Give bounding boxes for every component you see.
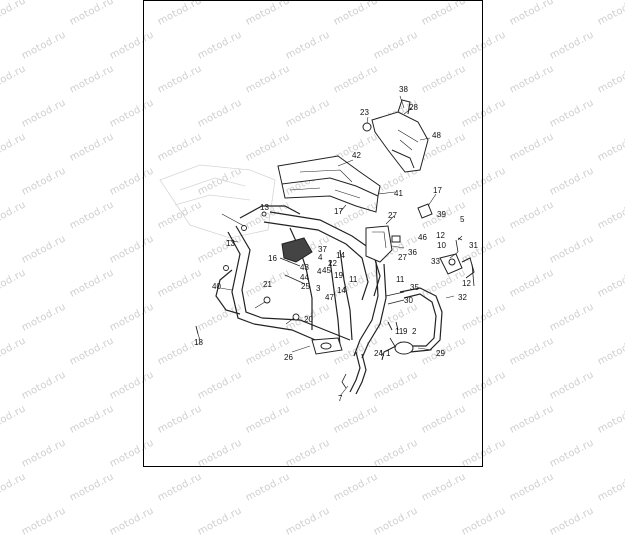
part-callout-14: 14 (337, 286, 346, 295)
part-callout-30: 30 (404, 296, 413, 305)
watermark-text: motod.ru (548, 505, 596, 538)
steering-head (365, 225, 393, 263)
fasteners (195, 211, 399, 335)
engine-ghost (159, 164, 276, 239)
watermark-text: motod.ru (332, 471, 380, 504)
watermark-text: motod.ru (196, 505, 244, 538)
front-downtube (353, 261, 387, 359)
part-callout-48: 48 (432, 131, 441, 140)
part-callout-11: 11 (395, 327, 404, 336)
part-callout-22: 22 (328, 259, 337, 268)
part-callout-42: 42 (352, 151, 361, 160)
watermark-text: motod.ru (284, 505, 332, 538)
watermark-text: motod.ru (156, 471, 204, 504)
watermark-text: motod.ru (68, 471, 116, 504)
part-callout-23: 23 (360, 108, 369, 117)
part-callout-3: 3 (316, 284, 321, 293)
battery-tray (281, 237, 313, 263)
part-callout-2: 2 (412, 327, 417, 336)
part-callout-39: 39 (437, 210, 446, 219)
footpeg-bracket (381, 341, 414, 361)
part-callout-4: 4 (318, 253, 323, 262)
part-callout-40: 40 (212, 282, 221, 291)
part-callout-32: 32 (458, 293, 467, 302)
part-callout-17: 17 (334, 207, 343, 216)
top-rail (277, 155, 381, 213)
part-callout-11: 11 (349, 275, 358, 284)
watermark-text: motod.ru (372, 505, 420, 538)
part-callout-4: 4 (317, 267, 322, 276)
part-callout-45: 45 (322, 266, 331, 275)
part-callout-27: 27 (398, 253, 407, 262)
part-callout-31: 31 (469, 241, 478, 250)
diagram-frame (143, 0, 483, 467)
part-callout-24: 24 (374, 349, 383, 358)
part-callout-28: 28 (409, 103, 418, 112)
part-callout-33: 33 (431, 257, 440, 266)
part-callout-11: 11 (396, 275, 405, 284)
part-callout-18: 18 (194, 338, 203, 347)
part-callout-14: 14 (336, 251, 345, 260)
part-callout-26: 26 (284, 353, 293, 362)
part-callout-25: 25 (301, 282, 310, 291)
part-callout-12: 12 (462, 279, 471, 288)
part-callout-43: 43 (300, 263, 309, 272)
side-stand (341, 351, 367, 395)
part-callout-9: 9 (403, 327, 408, 336)
part-callout-35: 35 (410, 283, 419, 292)
part-callout-17: 17 (433, 186, 442, 195)
watermark-text: motod.ru (244, 471, 292, 504)
part-callout-13: 13 (226, 239, 235, 248)
part-callout-47: 47 (325, 293, 334, 302)
part-callout-38: 38 (399, 85, 408, 94)
watermark-text: motod.ru (508, 471, 556, 504)
watermark-text: motod.ru (20, 505, 68, 538)
part-callout-21: 21 (263, 280, 272, 289)
part-callout-7: 7 (338, 394, 343, 403)
leader-lines (197, 95, 463, 397)
cross-member (311, 337, 343, 355)
part-callout-16: 16 (268, 254, 277, 263)
part-callout-44: 44 (300, 273, 309, 282)
watermark-text: motod.ru (420, 471, 468, 504)
part-callout-20: 20 (304, 315, 313, 324)
watermark-text: motod.ru (0, 471, 28, 504)
right-bracket (439, 237, 475, 287)
part-callout-36: 36 (408, 248, 417, 257)
crash-bar (385, 287, 443, 353)
part-callout-12: 12 (436, 231, 445, 240)
part-callout-19: 19 (334, 271, 343, 280)
part-callout-10: 10 (437, 241, 446, 250)
part-callout-27: 27 (388, 211, 397, 220)
part-callout-46: 46 (418, 233, 427, 242)
side-cover (362, 99, 429, 173)
small-brackets (391, 203, 433, 243)
main-frame (215, 205, 381, 351)
part-callout-29: 29 (436, 349, 445, 358)
watermark-text: motod.ru (108, 505, 156, 538)
watermark-text: motod.ru (460, 505, 508, 538)
part-callout-5: 5 (460, 215, 465, 224)
part-callout-1: 1 (386, 349, 391, 358)
part-callout-41: 41 (394, 189, 403, 198)
exploded-parts-diagram: 1234457910111111121213131414161717181920… (143, 0, 483, 467)
watermark-text: motod.ru (596, 471, 625, 504)
part-callout-37: 37 (318, 245, 327, 254)
part-callout-13: 13 (260, 203, 269, 212)
